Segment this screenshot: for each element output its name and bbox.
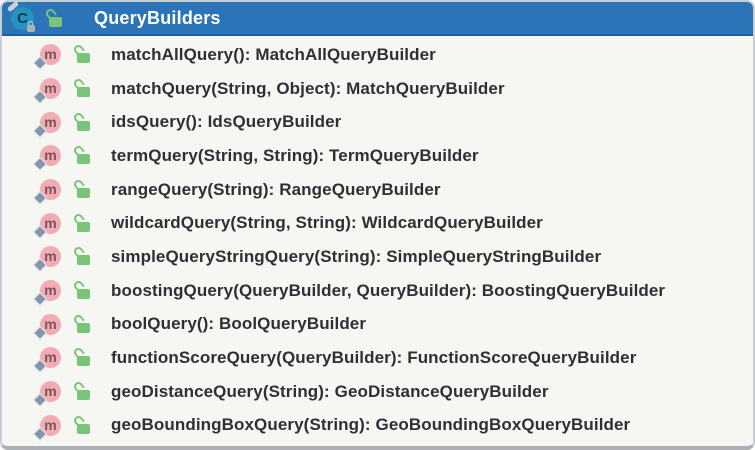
method-icon-letter: m: [44, 349, 57, 366]
method-list: m matchAllQuery(): MatchAllQueryBuilder …: [2, 36, 753, 444]
class-header-row[interactable]: C QueryBuilders: [2, 2, 753, 36]
method-icon: m: [40, 246, 61, 268]
public-lock-icon: [72, 211, 91, 233]
class-icon: C: [11, 6, 36, 33]
method-row[interactable]: m boolQuery(): BoolQueryBuilder: [2, 307, 753, 341]
method-icon: m: [40, 145, 61, 167]
method-icon-letter: m: [44, 80, 57, 96]
method-icon-letter: m: [44, 315, 57, 332]
method-signature: rangeQuery(String): RangeQueryBuilder: [111, 179, 441, 199]
method-signature: geoDistanceQuery(String): GeoDistanceQue…: [111, 381, 549, 401]
method-icon-letter: m: [44, 282, 57, 299]
public-lock-icon: [72, 312, 91, 334]
public-lock-icon: [72, 346, 91, 367]
method-signature: functionScoreQuery(QueryBuilder): Functi…: [111, 347, 637, 367]
method-icon-letter: m: [44, 147, 57, 164]
method-row[interactable]: m rangeQuery(String): RangeQueryBuilder: [2, 173, 753, 207]
method-row[interactable]: m wildcardQuery(String, String): Wildcar…: [2, 206, 753, 240]
method-row[interactable]: m termQuery(String, String): TermQueryBu…: [2, 139, 753, 173]
method-signature: simpleQueryStringQuery(String): SimpleQu…: [111, 246, 602, 266]
method-icon-letter: m: [44, 248, 57, 265]
method-icon-letter: m: [44, 214, 57, 231]
public-lock-icon: [72, 43, 91, 64]
method-row[interactable]: m boostingQuery(QueryBuilder, QueryBuild…: [2, 274, 753, 308]
method-signature: idsQuery(): IdsQueryBuilder: [111, 112, 342, 132]
method-signature: wildcardQuery(String, String): WildcardQ…: [111, 213, 543, 233]
public-lock-icon: [44, 6, 63, 28]
method-icon: m: [40, 347, 61, 369]
method-row[interactable]: m matchAllQuery(): MatchAllQueryBuilder: [2, 38, 753, 72]
public-lock-icon: [72, 380, 91, 401]
method-signature: matchQuery(String, Object): MatchQueryBu…: [111, 78, 505, 98]
method-icon-letter: m: [44, 383, 57, 400]
method-row[interactable]: m functionScoreQuery(QueryBuilder): Func…: [2, 341, 753, 375]
method-icon-letter: m: [44, 416, 57, 433]
method-icon-letter: m: [44, 113, 57, 130]
method-signature: boostingQuery(QueryBuilder, QueryBuilder…: [111, 280, 666, 300]
class-icon-letter: C: [17, 9, 28, 27]
public-lock-icon: [72, 178, 91, 199]
method-icon: m: [40, 44, 61, 66]
method-row[interactable]: m idsQuery(): IdsQueryBuilder: [2, 105, 753, 139]
public-lock-icon: [72, 279, 91, 300]
method-icon: m: [40, 212, 61, 234]
method-icon: m: [40, 414, 61, 436]
public-lock-icon: [72, 144, 91, 165]
method-icon: m: [40, 111, 61, 133]
method-icon: m: [40, 179, 61, 201]
final-lock-icon: [26, 20, 36, 33]
method-signature: geoBoundingBoxQuery(String): GeoBounding…: [111, 415, 631, 435]
method-row[interactable]: m simpleQueryStringQuery(String): Simple…: [2, 240, 753, 274]
method-row[interactable]: m geoBoundingBoxQuery(String): GeoBoundi…: [2, 408, 753, 442]
method-icon-letter: m: [44, 181, 57, 198]
method-icon-letter: m: [44, 46, 57, 63]
method-icon: m: [40, 78, 61, 99]
public-lock-icon: [72, 413, 91, 435]
public-lock-icon: [72, 110, 91, 132]
method-row[interactable]: m geoDistanceQuery(String): GeoDistanceQ…: [2, 375, 753, 409]
method-row[interactable]: m matchQuery(String, Object): MatchQuery…: [2, 72, 753, 106]
method-signature: termQuery(String, String): TermQueryBuil…: [111, 145, 479, 165]
public-lock-icon: [72, 245, 91, 266]
method-icon: m: [40, 280, 61, 302]
class-title: QueryBuilders: [94, 7, 221, 28]
public-lock-icon: [72, 77, 91, 98]
method-signature: matchAllQuery(): MatchAllQueryBuilder: [111, 44, 436, 64]
method-signature: boolQuery(): BoolQueryBuilder: [111, 314, 367, 334]
method-icon: m: [40, 381, 61, 403]
method-icon: m: [40, 313, 61, 335]
